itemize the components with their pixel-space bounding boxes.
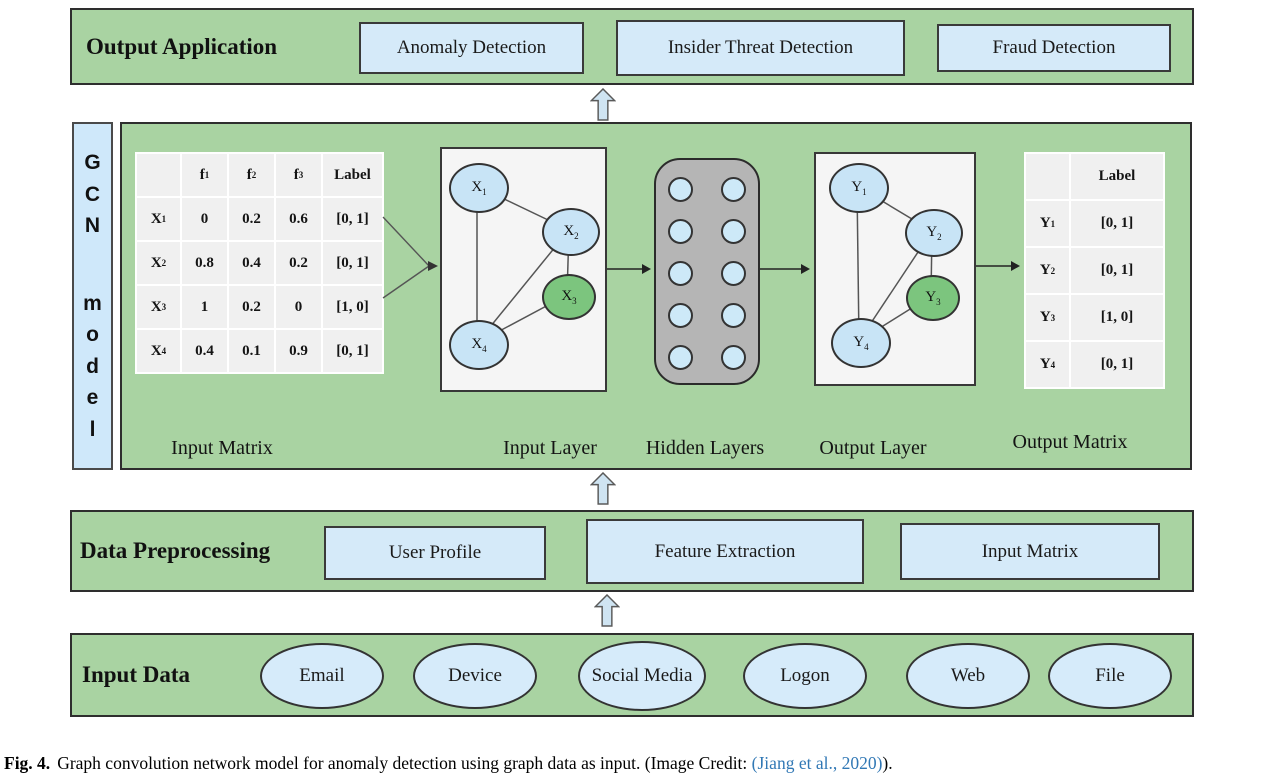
hidden-neuron — [668, 345, 693, 370]
im-row1-label: [0, 1] — [323, 198, 382, 240]
im-row3-f3: 0 — [276, 286, 321, 328]
box-user-profile-label: User Profile — [388, 542, 482, 563]
node-y1: Y1 — [829, 163, 889, 213]
hidden-neuron — [721, 219, 746, 244]
om-row4-value: [0, 1] — [1071, 342, 1163, 387]
node-x3: X3 — [542, 274, 596, 320]
up-block-arrow-icon — [590, 88, 616, 121]
hidden-neuron — [668, 177, 693, 202]
model-letters: m o d e l — [83, 291, 102, 441]
up-block-arrow-icon — [590, 472, 616, 505]
hidden-neuron — [668, 303, 693, 328]
figure-caption: Fig. 4. Graph convolution network model f… — [4, 753, 1264, 774]
ellipse-logon: Logon — [743, 643, 867, 709]
om-row2-value: [0, 1] — [1071, 248, 1163, 293]
ellipse-file: File — [1048, 643, 1172, 709]
hidden-layers-box — [654, 158, 760, 385]
up-block-arrow-icon — [594, 594, 620, 627]
hidden-neuron — [721, 261, 746, 286]
box-anomaly-detection-label: Anomaly Detection — [396, 37, 547, 58]
im-row4-f2: 0.1 — [229, 330, 274, 372]
im-row1-f1: 0 — [182, 198, 227, 240]
caption-suffix: ). — [882, 753, 893, 773]
hidden-neuron — [721, 177, 746, 202]
box-anomaly-detection: Anomaly Detection — [359, 22, 584, 74]
input-data-label: Input Data — [82, 662, 191, 687]
im-row2-f3: 0.2 — [276, 242, 321, 284]
input-data-bar: Input Data Email Device Social Media Log… — [70, 633, 1194, 717]
ellipse-web: Web — [906, 643, 1030, 709]
output-layer-caption: Output Layer — [819, 437, 927, 459]
im-row3-f2: 0.2 — [229, 286, 274, 328]
hidden-neuron — [721, 303, 746, 328]
data-preprocessing-label: Data Preprocessing — [80, 538, 271, 563]
data-preprocessing-bar: Data Preprocessing User Profile Feature … — [70, 510, 1194, 592]
box-user-profile: User Profile — [324, 526, 546, 580]
output-application-bar: Output Application Anomaly Detection Ins… — [70, 8, 1194, 85]
gcn-model-label: G C N m o d e l — [72, 122, 113, 470]
im-row4-f3: 0.9 — [276, 330, 321, 372]
node-y2: Y2 — [905, 209, 963, 257]
box-insider-threat-detection: Insider Threat Detection — [616, 20, 905, 76]
im-row2-f1: 0.8 — [182, 242, 227, 284]
input-layer-box: X1 X2 X3 X4 — [440, 147, 607, 392]
node-x1: X1 — [449, 163, 509, 213]
ellipse-device: Device — [413, 643, 537, 709]
ellipse-social-media: Social Media — [578, 641, 706, 711]
om-corner-cell — [1026, 154, 1069, 199]
box-input-matrix-label: Input Matrix — [981, 540, 1079, 562]
caption-text: Graph convolution network model for anom… — [57, 753, 752, 773]
im-row4-f1: 0.4 — [182, 330, 227, 372]
im-row3-label: [1, 0] — [323, 286, 382, 328]
im-row2-f2: 0.4 — [229, 242, 274, 284]
box-feature-extraction: Feature Extraction — [586, 519, 864, 584]
om-row3-value: [1, 0] — [1071, 295, 1163, 340]
im-header-label: Label — [323, 154, 382, 196]
figure-number: Fig. 4. — [4, 753, 51, 773]
node-y3: Y3 — [906, 275, 960, 321]
im-row4-label: [0, 1] — [323, 330, 382, 372]
gcn-letters: G C N — [84, 151, 101, 237]
im-corner-cell — [137, 154, 180, 196]
ellipse-email: Email — [260, 643, 384, 709]
box-feature-extraction-label: Feature Extraction — [654, 540, 796, 562]
node-x2: X2 — [542, 208, 600, 256]
im-row1-f2: 0.2 — [229, 198, 274, 240]
hidden-neuron — [668, 261, 693, 286]
im-row1-f3: 0.6 — [276, 198, 321, 240]
box-insider-threat-detection-label: Insider Threat Detection — [667, 37, 854, 58]
output-matrix-caption: Output Matrix — [1012, 431, 1128, 453]
node-y4: Y4 — [831, 318, 891, 368]
citation-link[interactable]: (Jiang et al., 2020) — [751, 753, 883, 773]
hidden-layers-caption: Hidden Layers — [645, 437, 765, 459]
output-application-label: Output Application — [86, 33, 278, 59]
input-layer-caption: Input Layer — [503, 437, 597, 459]
om-row1-value: [0, 1] — [1071, 201, 1163, 246]
output-layer-box: Y1 Y2 Y3 Y4 — [814, 152, 976, 386]
node-x4: X4 — [449, 320, 509, 370]
im-row3-f1: 1 — [182, 286, 227, 328]
box-fraud-detection: Fraud Detection — [937, 24, 1171, 72]
om-header-label: Label — [1071, 154, 1163, 199]
box-input-matrix: Input Matrix — [900, 523, 1160, 580]
box-fraud-detection-label: Fraud Detection — [992, 37, 1116, 58]
hidden-neuron — [721, 345, 746, 370]
im-row2-label: [0, 1] — [323, 242, 382, 284]
hidden-neuron — [668, 219, 693, 244]
input-matrix-caption: Input Matrix — [171, 437, 273, 459]
